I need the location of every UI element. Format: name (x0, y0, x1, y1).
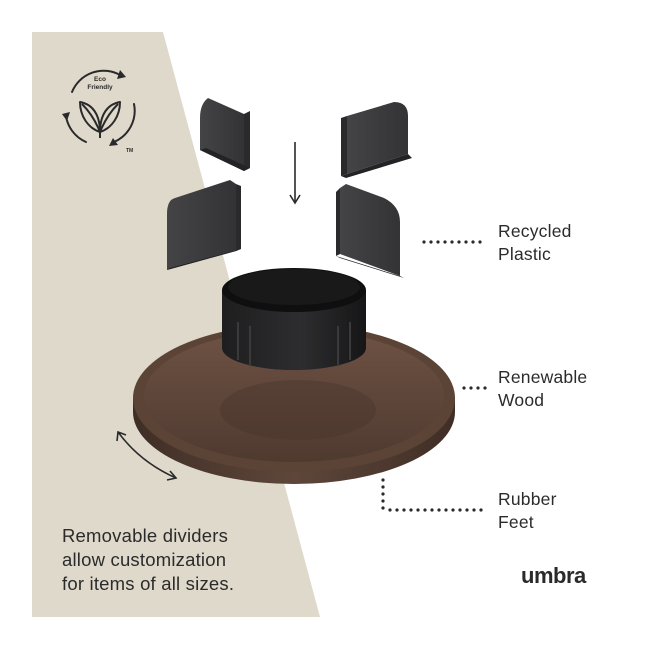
callout-renewable-wood: Renewable Wood (498, 366, 587, 412)
divider-top-right (341, 102, 412, 178)
callout-rubber-line2: Feet (498, 512, 534, 532)
caption-line3: for items of all sizes. (62, 573, 235, 594)
divider-top-left (200, 98, 250, 171)
callout-recycled-plastic: Recycled Plastic (498, 220, 572, 266)
callout-recycled-line1: Recycled (498, 221, 572, 241)
down-arrow-icon (289, 142, 301, 205)
callout-leaders (381, 240, 487, 512)
feature-caption: Removable dividers allow customization f… (62, 524, 322, 596)
rotation-arrow-icon (116, 430, 178, 481)
center-cup (222, 268, 366, 370)
caption-line2: allow customization (62, 549, 227, 570)
divider-mid-right (336, 184, 404, 278)
callout-wood-line1: Renewable (498, 367, 588, 387)
wood-tray (133, 324, 455, 484)
eco-friendly-badge (62, 69, 136, 146)
callout-recycled-line2: Plastic (498, 244, 551, 264)
leaf-icon (79, 101, 121, 138)
trademark-mark: TM (126, 148, 134, 154)
callout-rubber-line1: Rubber (498, 489, 557, 509)
caption-line1: Removable dividers (62, 525, 229, 546)
callout-wood-line2: Wood (498, 390, 545, 410)
callout-rubber-feet: Rubber Feet (498, 488, 557, 534)
brand-logo: umbra (521, 563, 586, 588)
divider-mid-left (167, 180, 241, 270)
